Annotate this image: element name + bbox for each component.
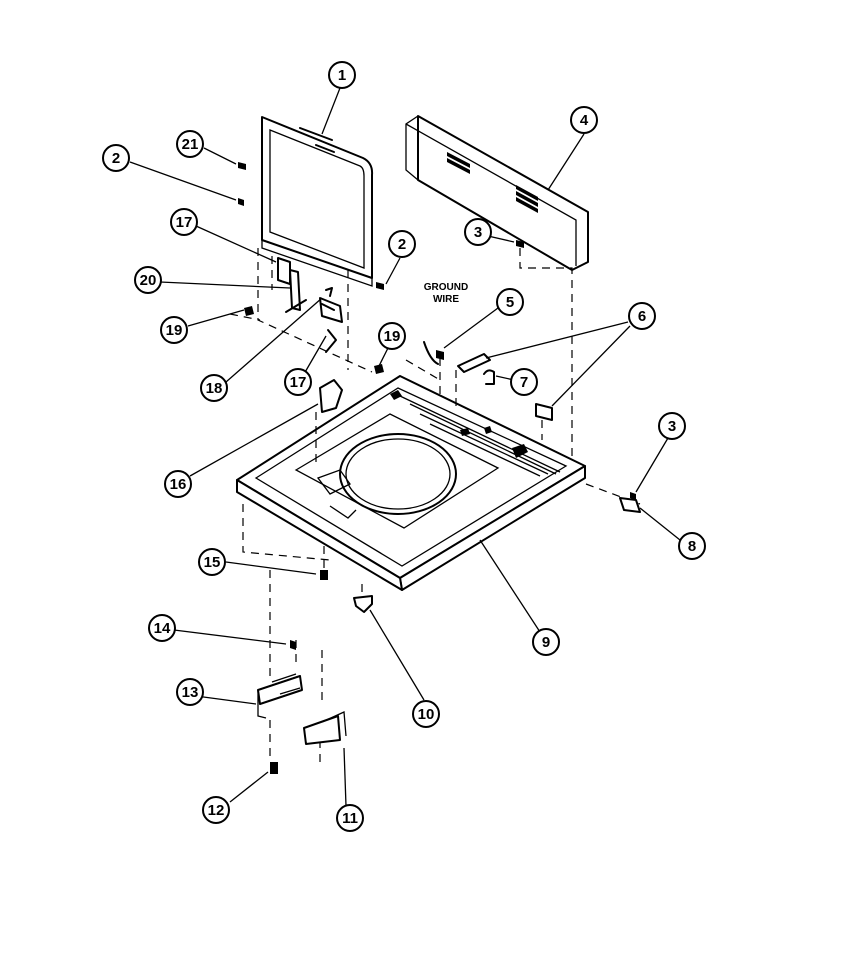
callout-1: 1 <box>328 61 356 89</box>
callout-12: 12 <box>202 796 230 824</box>
svg-text:13: 13 <box>182 684 199 701</box>
callout-2-right: 2 <box>388 230 416 258</box>
callout-17-upper: 17 <box>170 208 198 236</box>
svg-text:5: 5 <box>506 294 514 311</box>
svg-text:14: 14 <box>154 620 171 637</box>
back-panel <box>405 115 589 271</box>
svg-text:11: 11 <box>342 810 358 827</box>
svg-text:19: 19 <box>166 322 183 339</box>
svg-text:8: 8 <box>688 538 696 555</box>
callout-20: 20 <box>134 266 162 294</box>
small-parts <box>238 162 641 774</box>
top-panel <box>236 375 586 591</box>
svg-text:3: 3 <box>668 418 676 435</box>
callout-3-right: 3 <box>658 412 686 440</box>
callout-8: 8 <box>678 532 706 560</box>
svg-text:17: 17 <box>176 214 193 231</box>
callout-19-left: 19 <box>160 316 188 344</box>
svg-text:12: 12 <box>208 802 225 819</box>
svg-text:3: 3 <box>474 224 482 241</box>
callout-4: 4 <box>570 106 598 134</box>
callout-17-lower: 17 <box>284 368 312 396</box>
svg-text:10: 10 <box>418 706 435 723</box>
callout-6: 6 <box>628 302 656 330</box>
svg-text:9: 9 <box>542 634 550 651</box>
svg-text:19: 19 <box>384 328 401 345</box>
callout-3-upper: 3 <box>464 218 492 246</box>
callout-11: 11 <box>336 804 364 832</box>
svg-text:15: 15 <box>204 554 221 571</box>
svg-text:17: 17 <box>290 374 307 391</box>
svg-text:7: 7 <box>520 374 528 391</box>
svg-text:18: 18 <box>206 380 223 397</box>
ground-wire-label-line2: WIRE <box>433 294 459 305</box>
callout-21: 21 <box>176 130 204 158</box>
svg-text:2: 2 <box>112 150 120 167</box>
callout-9: 9 <box>532 628 560 656</box>
svg-text:6: 6 <box>638 308 646 325</box>
svg-text:20: 20 <box>140 272 157 289</box>
svg-text:4: 4 <box>580 112 589 129</box>
ground-wire-label-line1: GROUND <box>424 282 468 293</box>
callout-13: 13 <box>176 678 204 706</box>
callout-5: 5 <box>496 288 524 316</box>
callout-7: 7 <box>510 368 538 396</box>
callout-15: 15 <box>198 548 226 576</box>
svg-text:2: 2 <box>398 236 406 253</box>
callout-18: 18 <box>200 374 228 402</box>
svg-text:16: 16 <box>170 476 187 493</box>
callout-14: 14 <box>148 614 176 642</box>
callout-2-left: 2 <box>102 144 130 172</box>
callout-19-right: 19 <box>378 322 406 350</box>
svg-text:21: 21 <box>182 136 199 153</box>
svg-text:1: 1 <box>338 67 346 84</box>
callout-16: 16 <box>164 470 192 498</box>
callout-10: 10 <box>412 700 440 728</box>
lid <box>261 116 374 287</box>
